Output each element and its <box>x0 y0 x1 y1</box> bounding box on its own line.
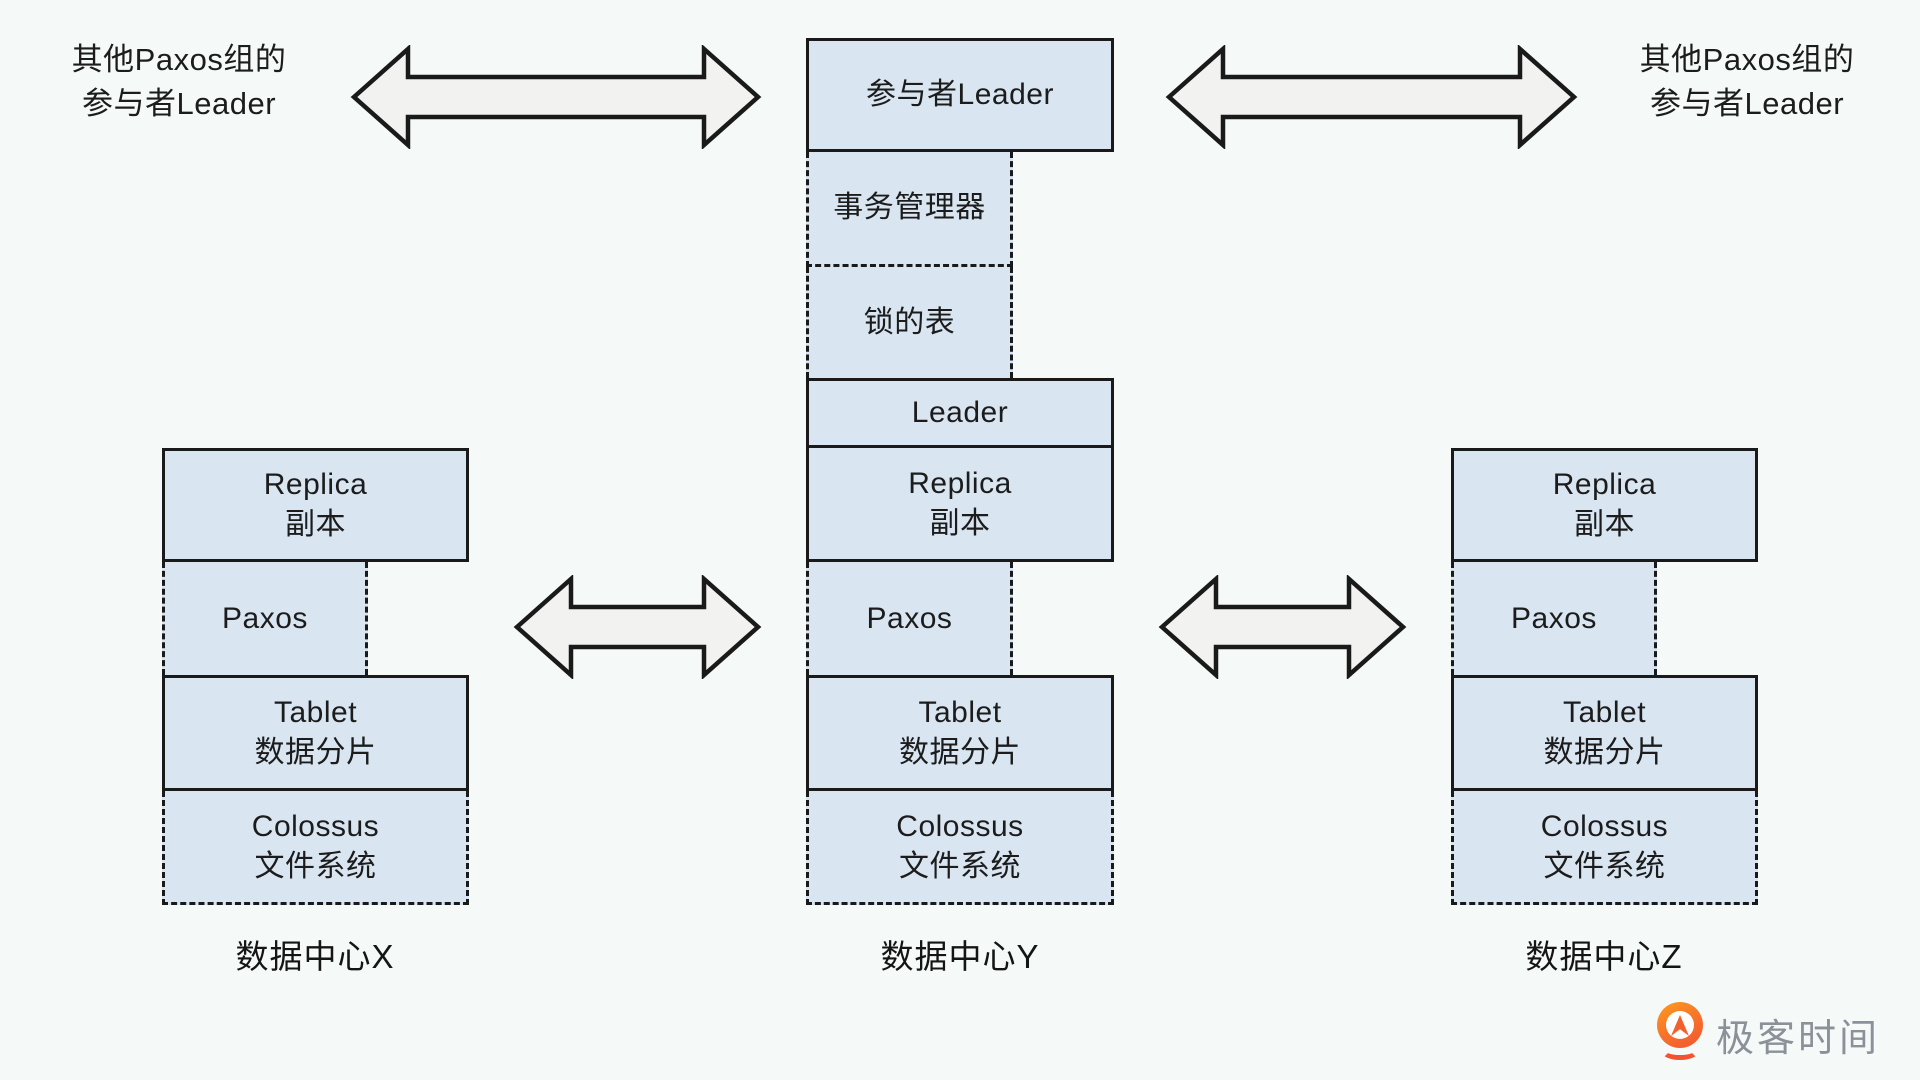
tablet-label-en: Tablet <box>273 696 358 730</box>
geektime-logo-swoosh-icon <box>1661 1042 1699 1060</box>
double-arrow-icon <box>1158 575 1407 679</box>
tablet-label-cn: 数据分片 <box>1543 736 1666 769</box>
double-arrow-icon <box>1165 45 1578 149</box>
replica-label-en: Replica <box>908 466 1012 500</box>
participant-leader-label: 参与者Leader <box>866 78 1054 112</box>
replica-box-center: Replica 副本 <box>806 445 1114 562</box>
other-paxos-groups-label-left: 其他Paxos组的 参与者Leader <box>14 38 344 126</box>
replica-label-en: Replica <box>1552 468 1657 502</box>
geektime-logo-text: 极客时间 <box>1716 1018 1881 1060</box>
replica-box-right: Replica 副本 <box>1451 448 1758 562</box>
leader-box: Leader <box>806 378 1114 448</box>
lock-table-label: 锁的表 <box>863 305 956 339</box>
tablet-label-cn: 数据分片 <box>254 736 377 769</box>
colossus-label-cn: 文件系统 <box>1543 849 1666 883</box>
tablet-label-en: Tablet <box>918 696 1002 730</box>
corner-right-line2: 参与者Leader <box>1649 86 1845 121</box>
leader-label: Leader <box>911 396 1009 430</box>
corner-left-line1: 其他Paxos组的 <box>71 42 287 77</box>
replica-label-en: Replica <box>263 468 368 502</box>
tablet-label-cn: 数据分片 <box>899 736 1021 769</box>
lock-table-box: 锁的表 <box>806 267 1013 378</box>
colossus-label-en: Colossus <box>1540 809 1669 843</box>
participant-leader-box: 参与者Leader <box>806 38 1114 152</box>
tablet-label-en: Tablet <box>1562 696 1647 730</box>
datacenter-x-label: 数据中心X <box>235 938 395 975</box>
transaction-manager-label: 事务管理器 <box>833 191 986 225</box>
paxos-label: Paxos <box>222 601 308 635</box>
colossus-label-cn: 文件系统 <box>899 849 1021 883</box>
replica-box-left: Replica 副本 <box>162 448 469 562</box>
paxos-box-left: Paxos <box>162 562 368 675</box>
replica-label-cn: 副本 <box>929 506 991 540</box>
datacenter-z-label: 数据中心Z <box>1525 938 1683 975</box>
datacenter-y-label: 数据中心Y <box>880 938 1040 975</box>
double-arrow-icon <box>350 45 762 149</box>
replica-label-cn: 副本 <box>285 508 346 541</box>
colossus-box-left: Colossus 文件系统 <box>162 791 469 905</box>
double-arrow-icon <box>513 575 762 679</box>
corner-left-line2: 参与者Leader <box>81 86 277 121</box>
tablet-box-center: Tablet 数据分片 <box>806 675 1114 791</box>
other-paxos-groups-label-right: 其他Paxos组的 参与者Leader <box>1582 38 1912 126</box>
colossus-box-center: Colossus 文件系统 <box>806 791 1114 905</box>
corner-right-line1: 其他Paxos组的 <box>1639 42 1855 77</box>
paxos-label: Paxos <box>1511 601 1597 635</box>
tablet-box-right: Tablet 数据分片 <box>1451 675 1758 791</box>
paxos-label: Paxos <box>866 601 953 635</box>
transaction-manager-box: 事务管理器 <box>806 152 1013 267</box>
colossus-label-en: Colossus <box>896 809 1024 843</box>
tablet-box-left: Tablet 数据分片 <box>162 675 469 791</box>
colossus-label-cn: 文件系统 <box>254 849 377 883</box>
paxos-box-right: Paxos <box>1451 562 1657 675</box>
colossus-label-en: Colossus <box>251 809 380 843</box>
colossus-box-right: Colossus 文件系统 <box>1451 791 1758 905</box>
paxos-box-center: Paxos <box>806 562 1013 675</box>
replica-label-cn: 副本 <box>1574 508 1635 541</box>
